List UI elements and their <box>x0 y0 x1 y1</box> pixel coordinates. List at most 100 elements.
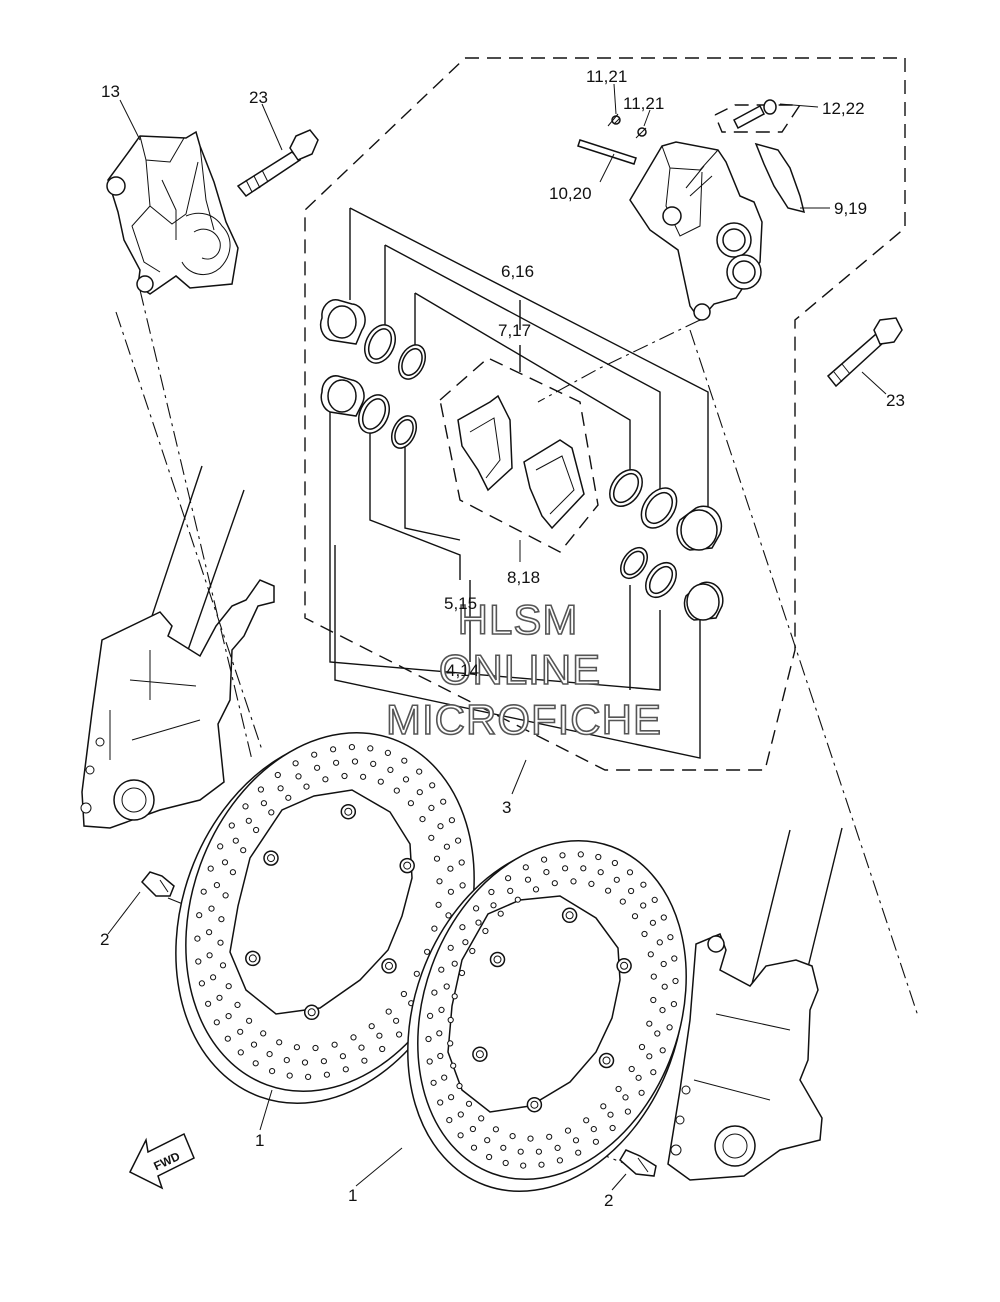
disc-hole <box>628 1065 635 1073</box>
disc-hole <box>305 1073 312 1081</box>
disc-hole <box>448 1094 455 1101</box>
callout-4-14: 4,14 <box>446 661 479 680</box>
disc-hole <box>670 1001 678 1008</box>
disc-hole <box>252 1060 259 1067</box>
disc-hole <box>360 773 367 780</box>
disc-hole <box>660 960 667 968</box>
pad-pin <box>577 113 647 165</box>
disc-hole <box>393 1017 400 1024</box>
caliper-bolt-left <box>236 129 319 198</box>
disc-hole <box>312 1044 319 1052</box>
disc-hole <box>237 1049 244 1056</box>
disc-bolt-hole <box>307 1008 316 1017</box>
disc-hole <box>458 969 466 977</box>
disc-hole <box>224 1035 231 1042</box>
disc-hole <box>577 851 584 858</box>
disc-hole <box>333 759 340 766</box>
disc-bolt-hole <box>620 961 629 970</box>
disc-hole <box>416 768 423 775</box>
disc-hole <box>435 901 442 908</box>
disc-hole <box>268 809 275 816</box>
piston-upper-left <box>319 299 366 345</box>
disc-hole <box>367 745 374 752</box>
disc-hole <box>401 757 408 764</box>
disc-hole <box>438 1006 445 1014</box>
callout-1-left: 1 <box>255 1131 264 1150</box>
brake-pad-right <box>523 439 585 530</box>
disc-hole <box>541 856 548 863</box>
callout-7-17: 7,17 <box>498 321 531 340</box>
disc-hole <box>225 983 232 990</box>
disc-bolt-hole <box>565 911 574 920</box>
disc-bolt-hole <box>602 1056 611 1065</box>
disc-hole <box>351 758 359 765</box>
disc-hole <box>624 1108 632 1115</box>
disc-hole <box>661 983 668 990</box>
disc-hole <box>447 888 454 895</box>
disc-hole <box>631 913 639 920</box>
disc-hole <box>635 1074 642 1081</box>
disc-hole <box>667 934 674 941</box>
disc-hole <box>242 803 249 810</box>
disc-hole <box>441 1074 448 1081</box>
seal-lower-left-b <box>390 415 418 449</box>
disc-hole <box>671 955 678 962</box>
disc-hole <box>650 1069 657 1076</box>
disc-hole <box>455 837 462 844</box>
seal-lower-left-a <box>358 394 390 434</box>
disc-hole <box>451 960 458 967</box>
disc-hole <box>640 881 647 888</box>
disc-hole <box>456 1082 463 1090</box>
disc-hole <box>605 887 612 894</box>
disc-hole <box>283 1057 290 1064</box>
disc-hole <box>407 800 414 807</box>
disc-hole <box>320 1058 327 1065</box>
disc-hole <box>433 855 441 862</box>
disc-hole <box>556 1157 564 1164</box>
brake-disc-right <box>407 839 687 1193</box>
disc-hole <box>385 1008 392 1015</box>
disc-hole <box>250 1041 258 1048</box>
disc-hole <box>400 990 407 998</box>
disc-hole <box>376 1032 383 1039</box>
disc-hole <box>213 882 220 889</box>
disc-hole <box>619 898 626 905</box>
disc-hole <box>583 1117 590 1124</box>
disc-hole <box>218 916 225 923</box>
disc-hole <box>475 919 482 926</box>
disc-hole <box>368 1023 375 1030</box>
disc-hole <box>274 771 281 779</box>
disc-hole <box>486 1153 493 1161</box>
disc-hole <box>638 1043 646 1051</box>
disc-hole <box>588 880 595 888</box>
disc-hole <box>443 983 450 990</box>
disc-hole <box>339 1053 346 1060</box>
disc-hole <box>613 876 620 883</box>
disc-hole <box>448 817 455 824</box>
disc-bolt-hole <box>385 961 393 970</box>
callout-8-18: 8,18 <box>507 568 540 587</box>
disc-hole <box>470 1144 478 1151</box>
callout-12-22: 12,22 <box>822 99 865 118</box>
disc-hole <box>379 1045 386 1053</box>
disc-hole <box>194 935 201 942</box>
disc-hole <box>257 786 264 793</box>
disc-hole <box>595 853 602 861</box>
disc-hole <box>638 1089 645 1096</box>
disc-hole <box>482 927 489 935</box>
disc-hole <box>615 1085 622 1093</box>
piston-lower-right <box>683 581 724 621</box>
disc-hole <box>640 902 647 909</box>
callout-23-left: 23 <box>249 88 268 107</box>
disc-hole <box>217 939 224 946</box>
disc-hole <box>447 1016 454 1024</box>
disc-hole <box>650 996 657 1004</box>
disc-hole <box>492 1126 499 1133</box>
disc-bolt-hole <box>248 954 257 963</box>
piston-upper-right <box>676 505 723 551</box>
disc-hole <box>458 859 465 866</box>
disc-bolt-hole <box>475 1050 484 1059</box>
disc-hole <box>562 865 569 872</box>
disc-hole <box>342 1066 349 1073</box>
disc-hole <box>478 1115 485 1122</box>
